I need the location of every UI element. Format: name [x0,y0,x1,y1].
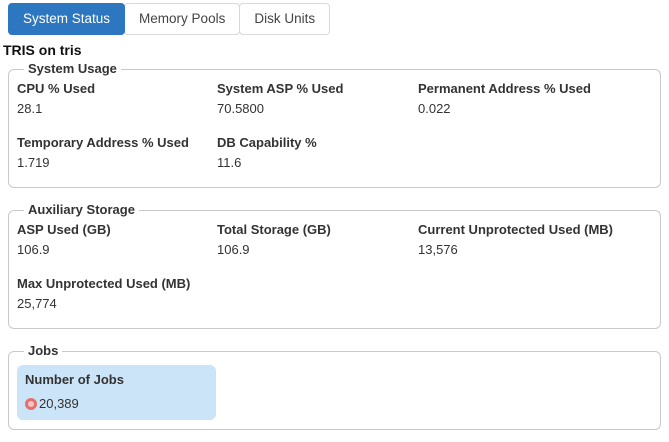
field-asp-used: ASP Used (GB) 106.9 [17,222,217,257]
tab-system-status[interactable]: System Status [8,3,126,35]
jobs-count-value: 20,389 [39,396,79,411]
field-label: Total Storage (GB) [217,222,331,237]
system-usage-section: System Usage CPU % Used 28.1 System ASP … [8,62,661,188]
field-label: Current Unprotected Used (MB) [418,222,614,237]
field-value: 25,774 [17,296,57,311]
field-value: 28.1 [17,101,43,116]
field-current-unprotected-used: Current Unprotected Used (MB) 13,576 [418,222,652,257]
jobs-legend: Jobs [28,343,59,358]
field-label: Permanent Address % Used [418,81,591,96]
field-value: 1.719 [17,155,50,170]
system-usage-legend: System Usage [28,61,117,76]
field-label: Max Unprotected Used (MB) [17,276,191,291]
grid-spacer [217,276,418,311]
field-system-asp-used: System ASP % Used 70.5800 [217,81,418,116]
auxiliary-storage-grid: ASP Used (GB) 106.9 Total Storage (GB) 1… [17,222,652,311]
field-value: 11.6 [217,155,242,170]
field-max-unprotected-used: Max Unprotected Used (MB) 25,774 [17,276,217,311]
grid-spacer [418,276,652,311]
field-value: 106.9 [17,242,50,257]
auxiliary-storage-legend: Auxiliary Storage [28,202,135,217]
tab-disk-units[interactable]: Disk Units [239,3,331,35]
field-label: CPU % Used [17,81,96,96]
field-value: 0.022 [418,101,451,116]
field-value: 13,576 [418,242,458,257]
tab-memory-pools[interactable]: Memory Pools [124,3,241,35]
field-db-capability: DB Capability % 11.6 [217,135,418,170]
jobs-value-row: 20,389 [25,396,208,411]
system-status-page: System Status Memory Pools Disk Units TR… [0,3,669,442]
field-temporary-address-used: Temporary Address % Used 1.719 [17,135,217,170]
field-cpu-used: CPU % Used 28.1 [17,81,217,116]
auxiliary-storage-section: Auxiliary Storage ASP Used (GB) 106.9 To… [8,203,661,329]
page-title: TRIS on tris [3,42,82,58]
field-label: System ASP % Used [217,81,344,96]
field-label: Temporary Address % Used [17,135,189,150]
field-total-storage: Total Storage (GB) 106.9 [217,222,418,257]
system-usage-grid: CPU % Used 28.1 System ASP % Used 70.580… [17,81,652,170]
field-value: 106.9 [217,242,250,257]
grid-spacer [418,135,652,170]
jobs-card-label: Number of Jobs [25,372,124,387]
field-permanent-address-used: Permanent Address % Used 0.022 [418,81,652,116]
tab-bar: System Status Memory Pools Disk Units [8,3,669,35]
number-of-jobs-card[interactable]: Number of Jobs 20,389 [17,365,216,420]
field-value: 70.5800 [217,101,264,116]
jobs-section: Jobs Number of Jobs 20,389 [8,344,661,430]
field-label: ASP Used (GB) [17,222,111,237]
field-label: DB Capability % [217,135,317,150]
status-ring-icon [25,397,37,410]
